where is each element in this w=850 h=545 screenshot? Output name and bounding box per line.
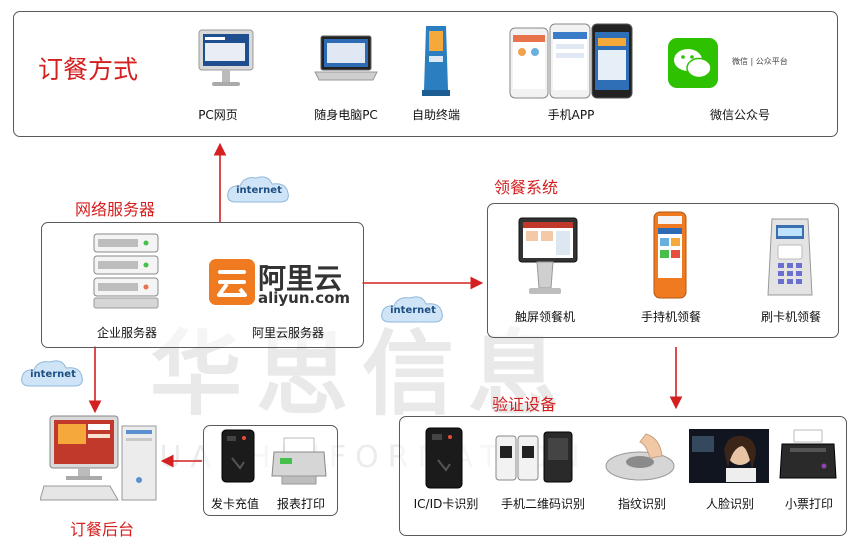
pickup-item-card-reader: 刷卡机领餐 <box>760 310 821 324</box>
pickup-item-handheld: 手持机领餐 <box>640 310 701 324</box>
wechat-icon <box>668 38 718 88</box>
verify-item-face: 人脸识别 <box>705 497 754 511</box>
ordering-item-wechat: 微信公众号 <box>709 108 770 122</box>
report-printer-icon <box>271 437 327 485</box>
verify-item-qr-code: 手机二维码识别 <box>500 497 585 511</box>
back-office-title: 订餐后台 <box>70 520 135 539</box>
wechat-caption: 微信 | 公众平台 <box>732 57 788 66</box>
aliyun-server-label: 阿里云服务器 <box>251 326 324 340</box>
back-office-item-report-print: 报表打印 <box>276 497 325 511</box>
verify-item-fingerprint: 指纹识别 <box>617 497 666 511</box>
verify-item-receipt-printer: 小票打印 <box>784 497 833 511</box>
aliyun-logo-chinese: 阿里云 <box>258 262 343 295</box>
back-office-computer-icon <box>40 415 157 501</box>
enterprise-server-label: 企业服务器 <box>96 326 157 340</box>
qr-code-scanner-icon <box>495 431 573 483</box>
internet-cloud-label-top: internet <box>236 185 282 196</box>
aliyun-logo-icon <box>209 259 255 305</box>
ordering-item-pc-web: PC网页 <box>198 108 238 122</box>
pc-monitor-icon <box>198 29 254 86</box>
ic-id-card-reader-icon <box>425 427 463 489</box>
internet-cloud-icon <box>21 360 83 387</box>
handheld-terminal-icon <box>653 211 687 299</box>
ordering-item-kiosk: 自助终端 <box>411 108 460 122</box>
aliyun-logo-english: aliyun.com <box>258 289 351 307</box>
card-reader-terminal-icon <box>767 218 813 296</box>
back-office-item-card-issue: 发卡充值 <box>210 497 259 511</box>
enterprise-server-icon <box>93 233 159 309</box>
internet-cloud-icon <box>381 296 443 323</box>
ordering-item-mobile-app: 手机APP <box>547 108 595 122</box>
kiosk-terminal-icon <box>422 26 450 96</box>
fingerprint-scanner-icon <box>605 433 675 481</box>
ordering-methods-title: 订餐方式 <box>38 55 139 84</box>
internet-cloud-icon <box>227 176 289 203</box>
internet-cloud-label-left: internet <box>30 369 76 380</box>
pickup-system-title: 领餐系统 <box>494 178 559 197</box>
verify-item-ic-id: IC/ID卡识别 <box>413 497 479 511</box>
receipt-printer-icon <box>779 429 837 479</box>
laptop-icon <box>314 35 378 81</box>
verify-devices-title: 验证设备 <box>492 395 557 414</box>
card-issuer-icon <box>221 429 255 483</box>
internet-cloud-label-middle: internet <box>390 305 436 316</box>
mobile-phones-icon <box>509 23 633 99</box>
touchscreen-terminal-icon <box>518 217 578 294</box>
ordering-item-laptop: 随身电脑PC <box>314 108 378 122</box>
network-server-title: 网络服务器 <box>75 200 156 219</box>
pickup-item-touchscreen: 触屏领餐机 <box>514 310 575 324</box>
face-recognition-icon <box>689 429 769 483</box>
